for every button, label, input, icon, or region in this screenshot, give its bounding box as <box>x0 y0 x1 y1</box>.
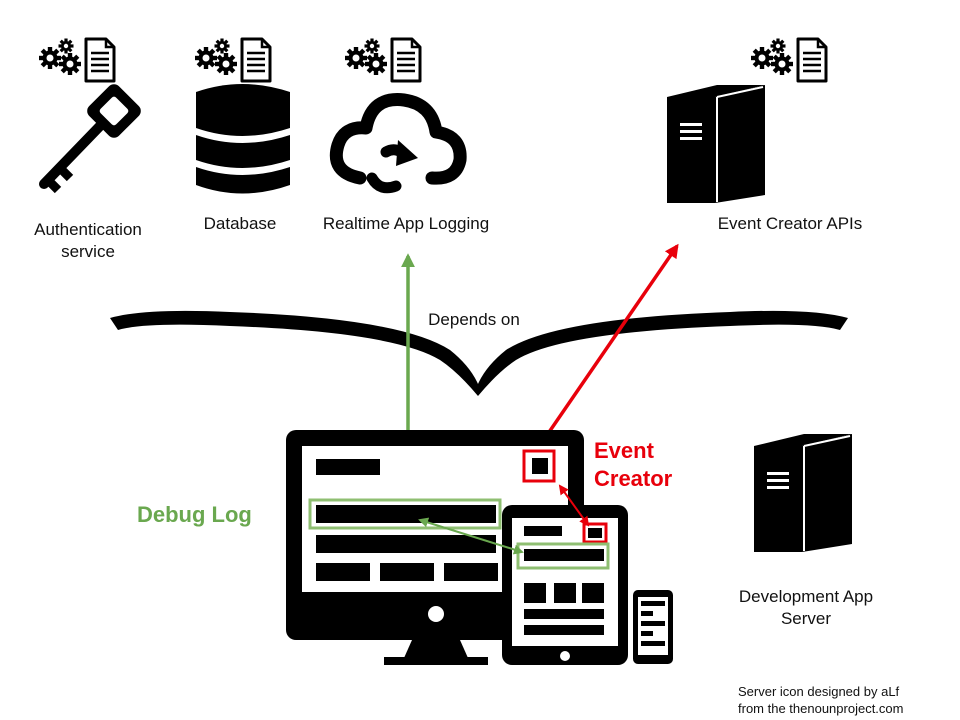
tablet-debug-highlight <box>516 542 610 570</box>
tablet-event-highlight <box>582 522 608 544</box>
monitor-debug-highlight <box>308 498 502 530</box>
event-sync-arrow <box>558 484 590 527</box>
credit-line2: from the thenounproject.com <box>738 701 904 716</box>
gears-icon <box>345 39 420 82</box>
dev-server-line1: Development App <box>738 587 874 606</box>
tablet-icon <box>502 505 628 665</box>
database-label: Database <box>203 214 277 233</box>
debug-log-label: Debug Log <box>137 502 252 527</box>
key-icon <box>39 84 141 194</box>
depends-on-label: Depends on <box>428 310 520 329</box>
event-creator-line2: Creator <box>594 466 673 491</box>
event-apis-label: Event Creator APIs <box>717 214 863 233</box>
auth-service-label: Authentication service <box>18 219 158 263</box>
monitor-event-highlight <box>522 449 556 483</box>
server-icon <box>753 433 853 553</box>
logging-label: Realtime App Logging <box>322 214 490 233</box>
server-icon <box>666 84 766 204</box>
credit-line1: Server icon designed by aLf <box>738 684 900 699</box>
phone-icon <box>633 590 673 664</box>
auth-label-line1: Authentication <box>34 220 142 239</box>
event-creator-label: Event Creator <box>594 437 672 493</box>
database-icon <box>196 84 290 194</box>
dev-server-line2: Server <box>780 609 832 628</box>
event-creator-line1: Event <box>594 438 654 463</box>
cloud-sync-icon <box>329 93 467 194</box>
gears-icon <box>751 39 826 82</box>
gears-icon <box>39 39 114 82</box>
dev-server-label: Development App Server <box>716 586 896 630</box>
gears-icon <box>195 39 270 82</box>
debug-sync-arrow <box>418 517 524 555</box>
icon-credit: Server icon designed by aLf from the the… <box>738 683 903 717</box>
brace-icon <box>110 310 848 396</box>
event-api-arrow <box>532 243 679 457</box>
auth-label-line2: service <box>61 242 115 261</box>
